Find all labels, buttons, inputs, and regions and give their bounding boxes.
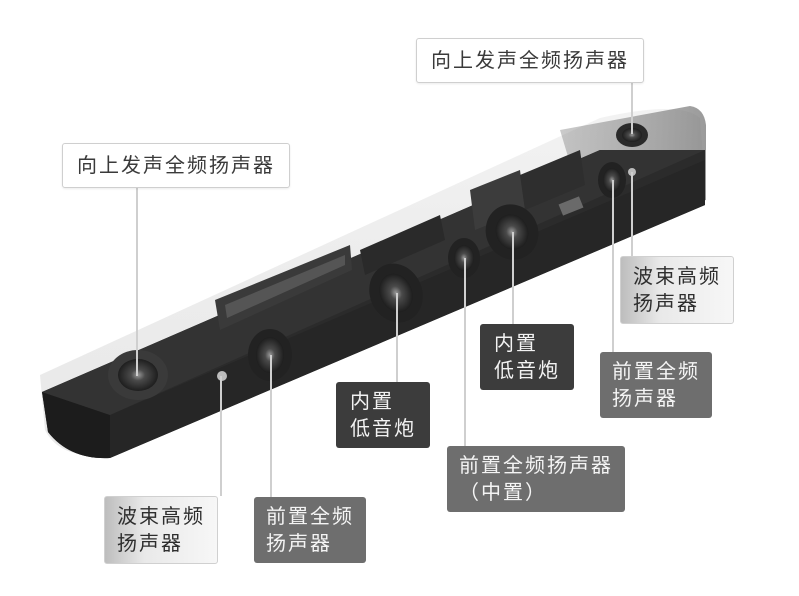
label-upfiring-speaker-left: 向上发声全频扬声器 [62,143,290,188]
label-text: 扬声器 [633,291,699,315]
label-text: 扬声器 [117,531,183,555]
connector-line [612,180,614,352]
label-front-fullrange-center: 前置全频扬声器 （中置） [447,446,625,512]
connector-line [631,82,633,134]
label-text: 低音炮 [350,416,416,440]
label-text: （中置） [459,480,547,504]
label-beam-tweeter-left: 波束高频 扬声器 [104,496,218,564]
label-text: 前置全频 [612,359,700,383]
connector-line [464,258,466,448]
connector-line [631,172,633,258]
label-text: 低音炮 [494,358,560,382]
label-text: 前置全频扬声器 [459,453,613,477]
label-text: 扬声器 [266,531,332,555]
label-front-fullrange-left: 前置全频 扬声器 [254,497,366,563]
label-text: 内置 [350,389,394,413]
connector-line [220,376,222,496]
label-subwoofer-left: 内置 低音炮 [336,382,430,448]
label-text: 波束高频 [633,264,721,288]
label-text: 波束高频 [117,504,205,528]
label-front-fullrange-right: 前置全频 扬声器 [600,352,712,418]
label-text: 内置 [494,331,538,355]
label-upfiring-speaker-right: 向上发声全频扬声器 [416,38,644,83]
connector-line [396,293,398,383]
label-text: 前置全频 [266,504,354,528]
circuit-board [215,150,585,330]
label-text: 向上发声全频扬声器 [431,48,629,72]
label-text: 扬声器 [612,386,678,410]
connector-line [136,186,138,376]
connector-line [512,232,514,326]
label-subwoofer-right: 内置 低音炮 [480,324,574,390]
label-beam-tweeter-right: 波束高频 扬声器 [620,256,734,324]
connector-line [270,355,272,497]
label-text: 向上发声全频扬声器 [77,153,275,177]
